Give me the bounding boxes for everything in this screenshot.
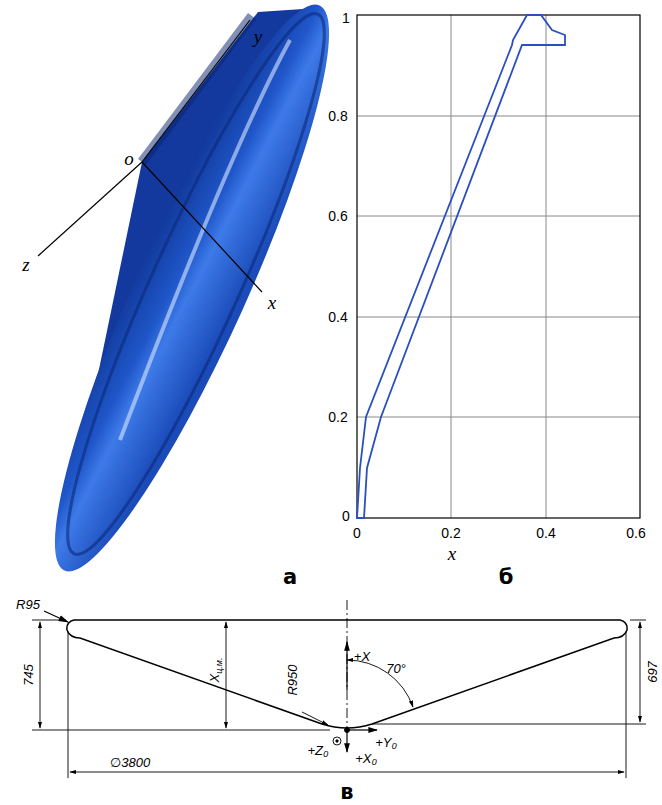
shell-3d xyxy=(14,0,369,593)
angle-dimension: 70° xyxy=(386,662,406,675)
dimension-subscript: ц.м. xyxy=(214,658,224,674)
tick-label: 0.2 xyxy=(328,410,347,424)
dimension-value: 745 xyxy=(22,664,35,686)
axis-name: x xyxy=(448,544,456,563)
tick-label: 0 xyxy=(353,526,361,540)
chart-grid xyxy=(357,15,640,518)
axis-name: y xyxy=(254,27,262,46)
dimension-value: X xyxy=(207,674,222,683)
origin-name: o xyxy=(124,149,134,168)
dimension-lines xyxy=(32,600,646,778)
tick-label: 0 xyxy=(342,509,350,523)
panel-letter: в xyxy=(340,782,353,803)
panel-letter: б xyxy=(499,567,514,588)
tick-label: 0.6 xyxy=(328,209,347,223)
axis-name: +X xyxy=(354,650,370,663)
axes xyxy=(38,20,262,292)
dimension-value: 697 xyxy=(646,661,659,683)
tick-label: 1 xyxy=(342,11,350,25)
dimension-value: ∅3800 xyxy=(110,756,150,769)
axis-name: z xyxy=(22,255,29,274)
profile-curve xyxy=(357,15,565,518)
panel-letter: а xyxy=(283,567,297,588)
axis-name: +Z₀ xyxy=(307,744,328,757)
tick-label: 0.6 xyxy=(626,526,645,540)
tick-label: 0.2 xyxy=(441,526,460,540)
chart-frame xyxy=(357,15,640,518)
tick-label: 0.4 xyxy=(328,310,347,324)
radius-dimension: R950 xyxy=(286,664,299,695)
axis-name: +X₀ xyxy=(355,752,377,765)
dimension-value: Xц.м. xyxy=(208,658,221,683)
tick-label: 0.4 xyxy=(536,526,555,540)
axis-name: +Y₀ xyxy=(375,736,397,749)
radius-dimension: R95 xyxy=(16,598,40,611)
axis-name: x xyxy=(268,293,276,312)
tick-label: 0.8 xyxy=(328,109,347,123)
